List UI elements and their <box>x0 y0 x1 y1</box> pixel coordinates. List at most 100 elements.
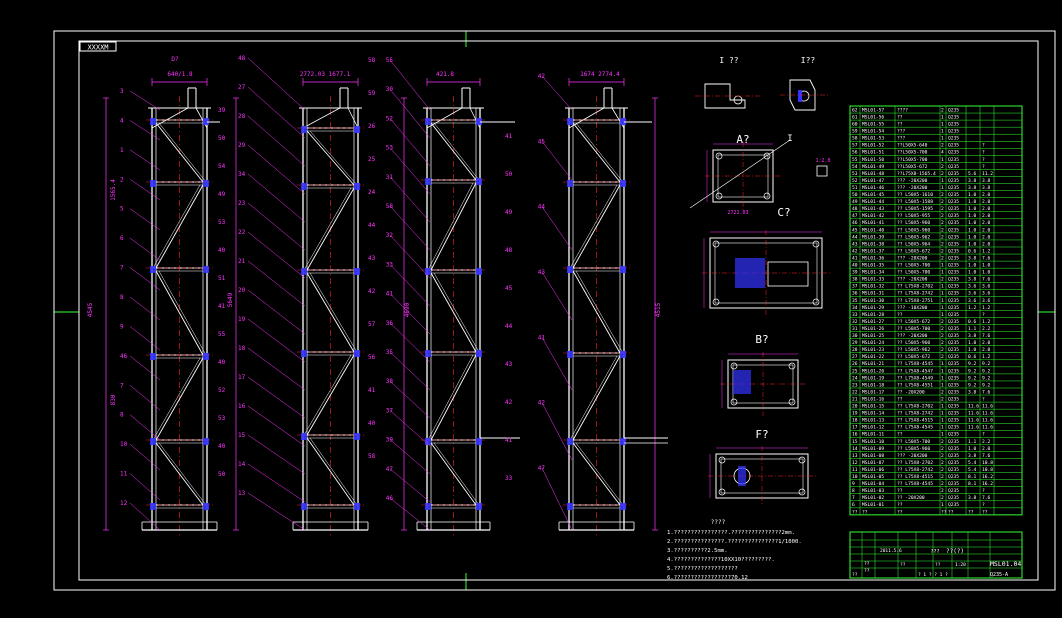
parts-list-cell: Q235 <box>948 382 959 388</box>
parts-list-cell: 2 <box>941 326 944 332</box>
weld-mark <box>150 353 156 360</box>
leader-line <box>389 205 431 251</box>
bolt-hole <box>718 456 726 464</box>
parts-list-cell: ?? L50X5-960 <box>897 446 930 452</box>
leader-line <box>541 206 573 251</box>
parts-list-cell: Q235 <box>948 502 959 508</box>
leader-line <box>129 473 161 501</box>
view2-top-dim: 2772.03 1677.1 <box>300 71 351 78</box>
balloon-number: 41 <box>538 334 546 341</box>
balloon-number: 20 <box>238 287 246 294</box>
parts-list-cell: Q235 <box>948 389 959 395</box>
parts-list-cell: Q235 <box>948 411 959 417</box>
leader-line <box>129 414 161 441</box>
parts-list-cell: 2.0 <box>982 220 991 226</box>
parts-list-cell: 1.0 <box>968 270 977 276</box>
balloon-number: 45 <box>538 138 546 145</box>
balloon-number: 41 <box>386 291 394 298</box>
detail-c-title: C? <box>777 206 790 219</box>
parts-list-cell: 1.0 <box>968 340 977 346</box>
title-block-material: Q235-A <box>990 572 1008 578</box>
parts-list-cell: 61 <box>852 114 858 120</box>
parts-list-cell: 8.1 <box>968 474 977 480</box>
parts-list-cell: Q235 <box>948 404 959 410</box>
parts-list-cell: ?? L50X5-700 <box>897 439 930 445</box>
parts-list-cell: 3.8 <box>968 178 977 184</box>
parts-list-cell: 2.0 <box>982 192 991 198</box>
parts-list-cell: 2 <box>941 164 944 170</box>
balloon-number: 4 <box>120 117 124 124</box>
parts-list-cell: MSL01-10 <box>862 439 884 445</box>
parts-list-cell: MSL01-18 <box>862 382 884 388</box>
notes-line: 4.??????????????10XX10?????????. <box>667 557 775 563</box>
parts-list-cell: MSL01-30 <box>862 298 884 304</box>
detail-i-mark: I <box>787 134 792 144</box>
parts-list-cell: Q235 <box>948 185 959 191</box>
parts-list-cell: ? <box>982 488 985 494</box>
balloon-number: 21 <box>238 258 246 265</box>
parts-list-cell: ? <box>982 502 985 508</box>
view1-top-dim: 640/1.8 <box>167 71 193 78</box>
parts-list-cell: 1.0 <box>968 263 977 269</box>
parts-list-cell: 2 <box>941 347 944 353</box>
leader-line <box>247 202 306 251</box>
parts-list-cell: MSL01-51 <box>862 150 884 156</box>
balloon-number: 29 <box>238 142 246 149</box>
weld-mark <box>476 438 482 445</box>
parts-list-cell: 1 <box>941 404 944 410</box>
diagonal <box>572 122 621 183</box>
parts-list-cell: Q235 <box>948 129 959 135</box>
parts-list-cell: ?? L75X8-4547 <box>897 368 933 374</box>
parts-list-cell: MSL01-44 <box>862 199 884 205</box>
parts-list-cell: MSL01-33 <box>862 277 884 283</box>
parts-list-cell: MSL01-57 <box>862 107 884 113</box>
detail-i2-profile <box>789 79 816 111</box>
leader-line <box>389 351 431 391</box>
balloon-number: 39 <box>386 437 394 444</box>
diagonal <box>572 270 621 354</box>
weld-mark <box>301 126 307 133</box>
parts-list-cell: 2 <box>941 171 944 177</box>
balloon-number: 1 <box>120 147 124 154</box>
parts-list-cell: Q235 <box>948 241 959 247</box>
parts-list-cell: 11 <box>852 467 858 473</box>
balloon-number: 7 <box>120 382 124 389</box>
parts-list-cell: 0.6 <box>968 319 977 325</box>
balloon-number: 42 <box>368 288 376 295</box>
weld-mark <box>567 503 573 510</box>
bolt-hole <box>788 398 796 406</box>
parts-list-cell: Q235 <box>948 453 959 459</box>
parts-list-cell: 1.0 <box>982 263 991 269</box>
parts-list-cell: 22 <box>852 389 858 395</box>
detail-i2 <box>780 79 830 111</box>
parts-list-cell: 3.8 <box>968 277 977 283</box>
parts-list-cell: 42 <box>852 248 858 254</box>
parts-list-cell: ? <box>982 396 985 402</box>
parts-list-cell: 0.6 <box>968 248 977 254</box>
diagonal-edge <box>309 130 358 186</box>
leader-line <box>389 439 431 475</box>
parts-list-cell: Q235 <box>948 432 959 438</box>
parts-list-cell: Q235 <box>948 234 959 240</box>
leader-line <box>247 289 306 335</box>
parts-list-cell: ?? L75X8-2742 <box>897 411 933 417</box>
leader-line <box>129 179 161 201</box>
parts-list-cell: ? <box>982 312 985 318</box>
leader-line <box>389 381 431 419</box>
balloon-number: 27 <box>238 84 246 91</box>
title-tag-box <box>79 41 117 52</box>
parts-list-cell: Q235 <box>948 474 959 480</box>
parts-list-cell: Q235 <box>948 199 959 205</box>
parts-list-cell: 9.2 <box>982 382 991 388</box>
parts-list-cell: MSL01-03 <box>862 488 884 494</box>
balloon-number: 50 <box>218 471 226 478</box>
leader-line <box>389 235 431 279</box>
parts-list-cell: Q235 <box>948 481 959 487</box>
parts-list-cell: 1.0 <box>982 270 991 276</box>
parts-list-cell: Q235 <box>948 495 959 501</box>
parts-list-cell: ?? L50X5-962 <box>897 347 930 353</box>
parts-list-cell: Q235 <box>948 164 959 170</box>
parts-list-cell: 45 <box>852 227 858 233</box>
parts-list-cell: ? <box>982 143 985 149</box>
